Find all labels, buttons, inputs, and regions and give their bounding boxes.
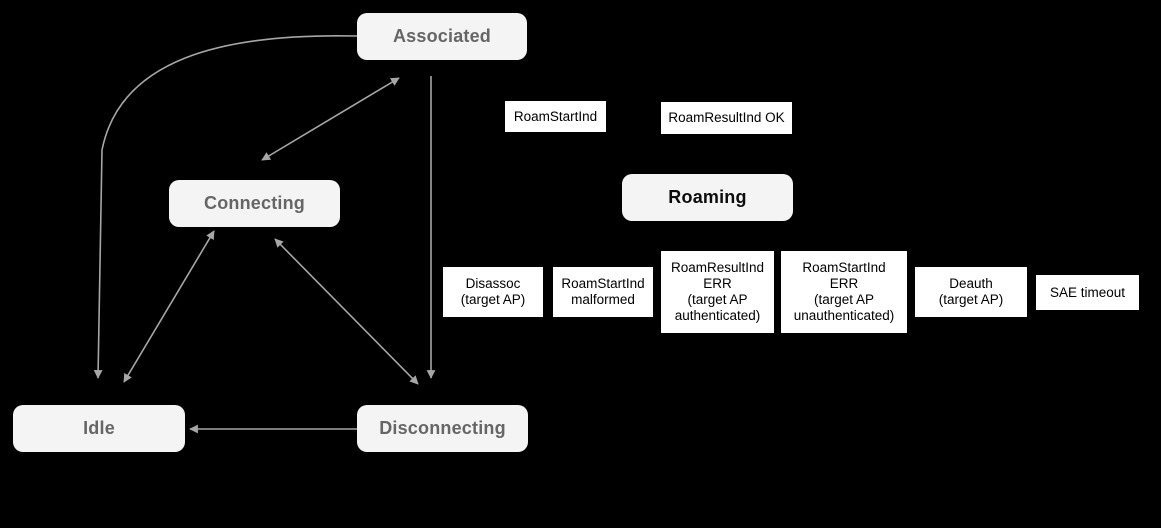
state-label-associated: Associated: [392, 26, 492, 46]
event-label-roam-result-ind-err: RoamResultInd ERR (target AP authenticat…: [670, 260, 765, 323]
event-label-sae-timeout: SAE timeout: [1049, 284, 1126, 300]
event-box-roam-result-ind-err[interactable]: RoamResultInd ERR (target AP authenticat…: [661, 251, 774, 333]
event-box-sae-timeout[interactable]: SAE timeout: [1036, 275, 1139, 310]
state-label-connecting: Connecting: [204, 193, 305, 213]
state-node-connecting[interactable]: Connecting: [169, 180, 340, 227]
event-box-roam-start-ind-err[interactable]: RoamStartInd ERR (target AP unauthentica…: [781, 251, 907, 333]
event-label-disassoc-target-ap: Disassoc (target AP): [460, 276, 526, 307]
event-label-roam-start-ind: RoamStartInd: [513, 108, 598, 124]
state-node-disconnecting[interactable]: Disconnecting: [357, 405, 528, 452]
event-label-roam-start-ind-malformed: RoamStartInd malformed: [561, 276, 645, 307]
state-label-roaming: Roaming: [668, 187, 747, 207]
event-label-roam-result-ind-ok: RoamResultInd OK: [668, 110, 785, 125]
event-label-roam-start-ind-err: RoamStartInd ERR (target AP unauthentica…: [793, 260, 895, 323]
edge-connecting-idle: [123, 230, 215, 383]
state-node-idle[interactable]: Idle: [13, 405, 185, 452]
event-box-roam-result-ind-ok[interactable]: RoamResultInd OK: [661, 102, 792, 134]
event-box-disassoc-target-ap[interactable]: Disassoc (target AP): [443, 267, 543, 317]
event-label-deauth-target-ap: Deauth (target AP): [938, 276, 1004, 307]
event-box-deauth-target-ap[interactable]: Deauth (target AP): [915, 267, 1027, 317]
state-label-disconnecting: Disconnecting: [379, 418, 506, 438]
event-box-roam-start-ind[interactable]: RoamStartInd: [505, 101, 606, 132]
edge-connecting-disconnecting: [274, 238, 419, 385]
state-node-roaming[interactable]: Roaming: [622, 174, 793, 221]
edge-connecting-associated: [261, 77, 400, 161]
state-label-idle: Idle: [83, 418, 115, 438]
event-box-roam-start-ind-malformed[interactable]: RoamStartInd malformed: [553, 267, 653, 317]
state-node-associated[interactable]: Associated: [357, 13, 527, 60]
